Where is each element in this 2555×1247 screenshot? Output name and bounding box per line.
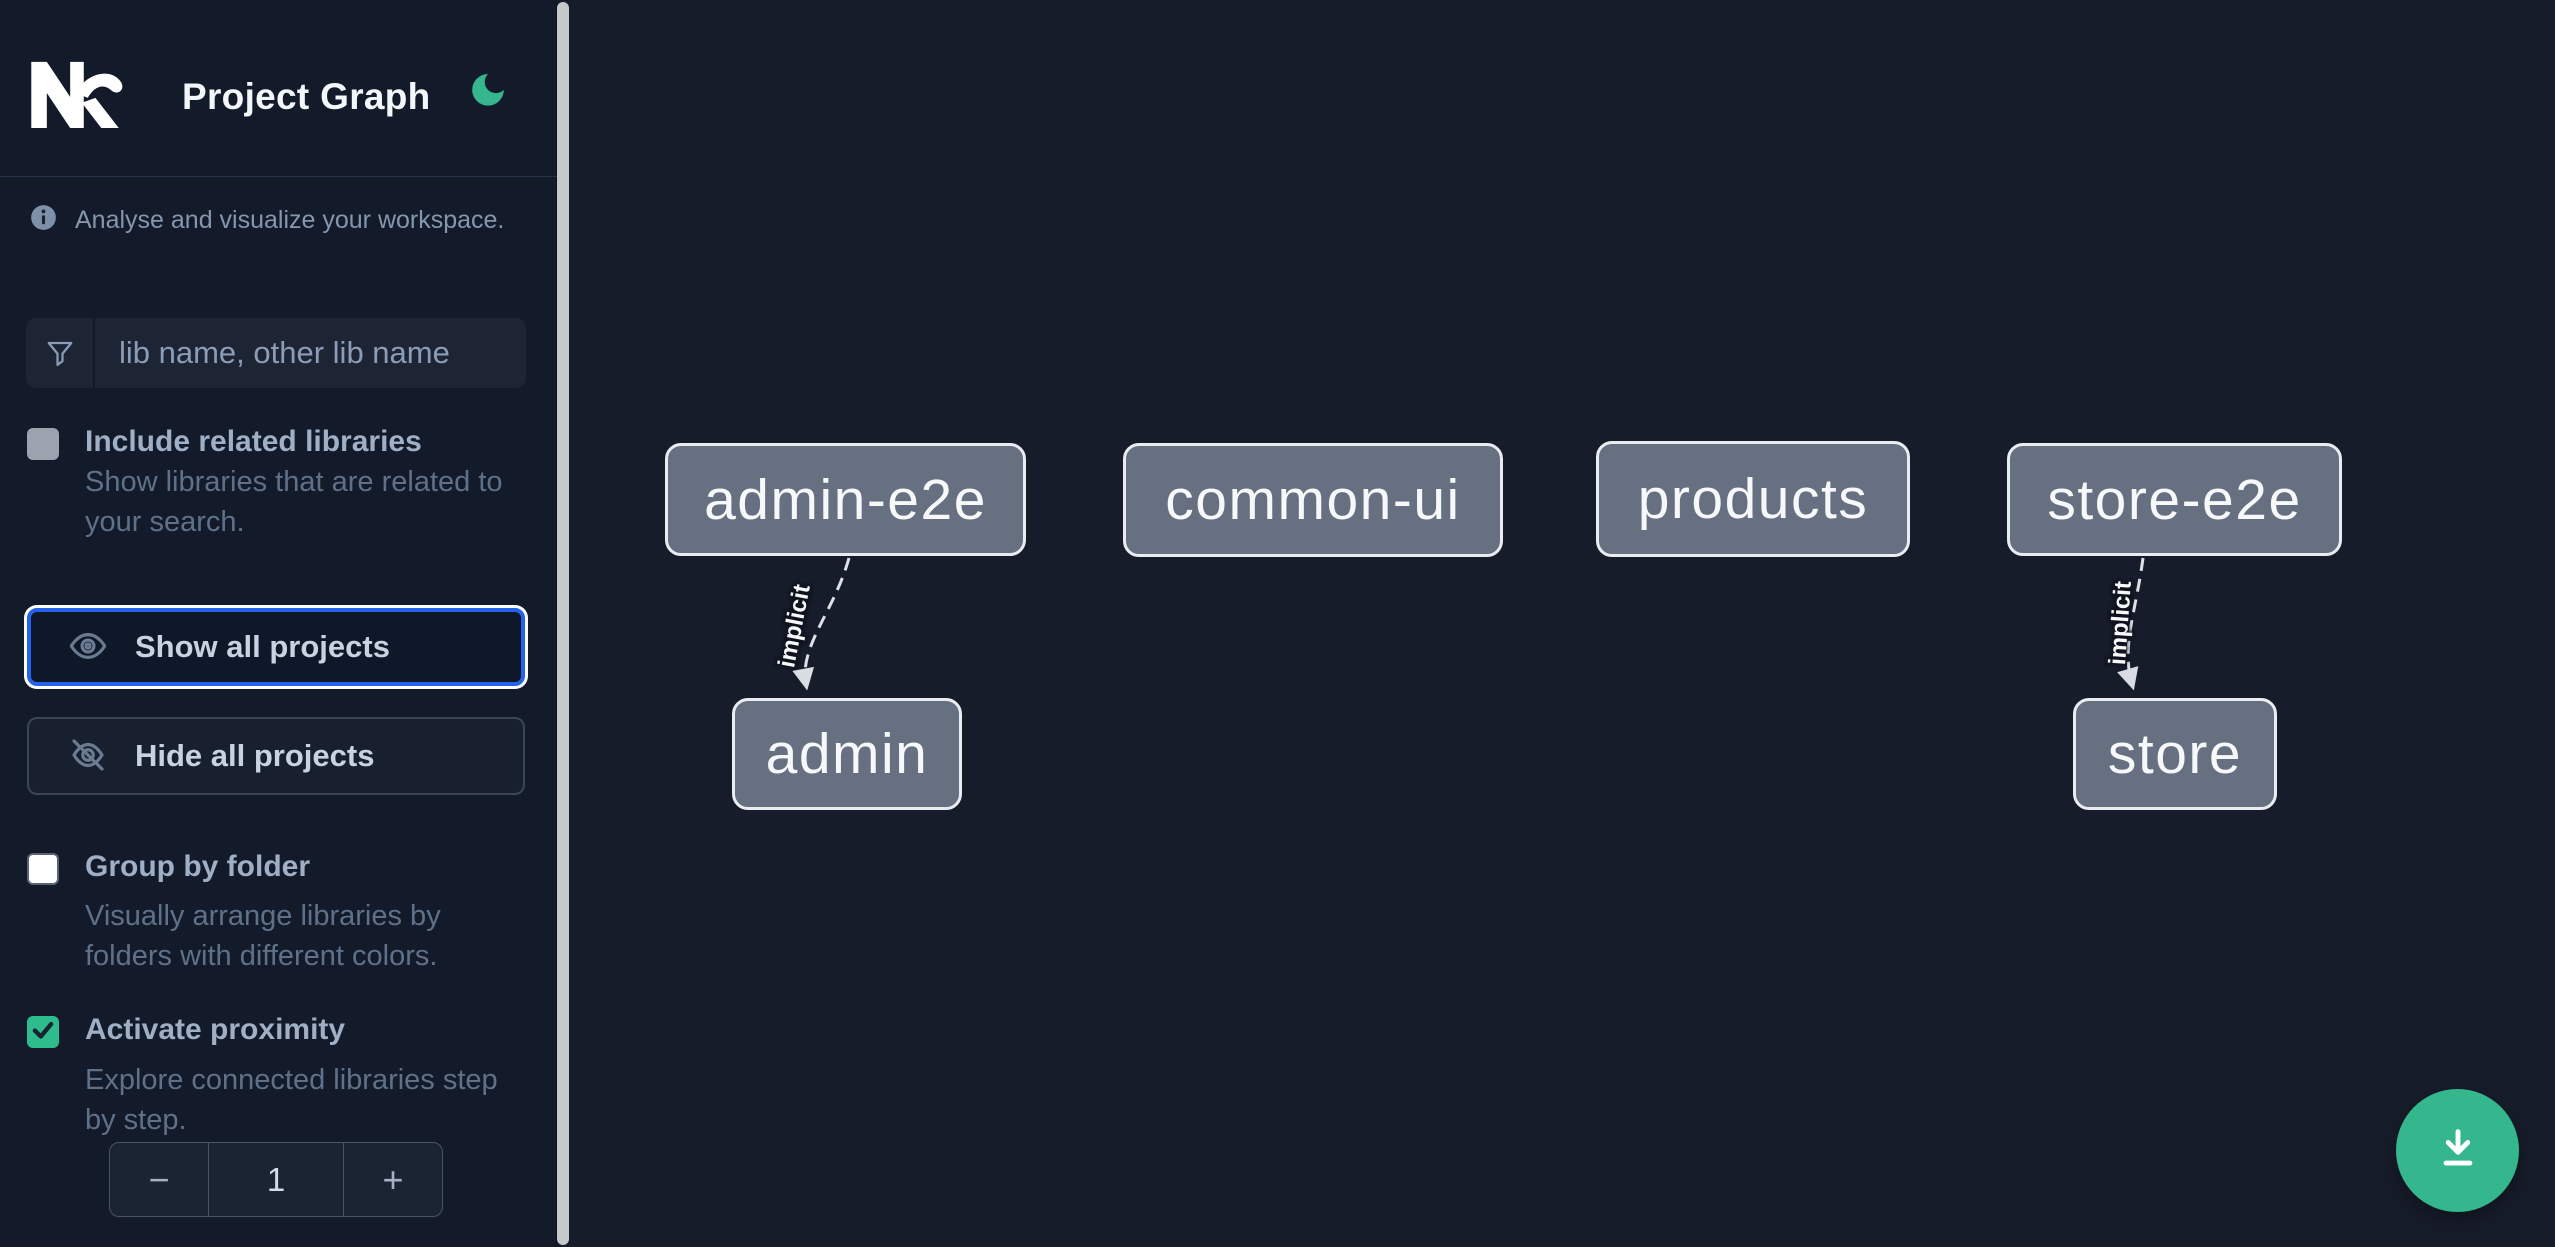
search-input[interactable]	[95, 318, 526, 388]
download-icon	[2432, 1123, 2484, 1178]
hide-all-projects-button[interactable]: Hide all projects	[27, 717, 525, 795]
page-title: Project Graph	[182, 76, 431, 117]
group-by-folder-label: Group by folder	[85, 850, 310, 883]
decrement-button[interactable]: −	[110, 1143, 208, 1216]
show-all-projects-label: Show all projects	[135, 629, 390, 664]
theme-toggle-button[interactable]	[466, 68, 510, 112]
hide-all-projects-label: Hide all projects	[135, 738, 375, 773]
activate-proximity-description: Explore connected libraries step by step…	[85, 1064, 498, 1136]
graph-node-products[interactable]: products	[1596, 441, 1910, 557]
group-by-folder-description: Visually arrange libraries by folders wi…	[85, 900, 441, 972]
download-graph-button[interactable]	[2396, 1089, 2519, 1212]
moon-icon	[468, 73, 508, 112]
group-by-folder-checkbox[interactable]	[27, 853, 59, 885]
sidebar-header: Project Graph	[0, 0, 557, 177]
activate-proximity-checkbox[interactable]	[27, 1016, 59, 1048]
info-icon	[30, 204, 57, 236]
graph-node-store[interactable]: store	[2073, 698, 2277, 810]
sidebar: Project Graph Analyse and visualize your…	[0, 0, 557, 1247]
sidebar-scrollbar[interactable]	[557, 2, 569, 1245]
nx-logo	[27, 58, 125, 129]
filter-funnel-icon	[26, 318, 95, 388]
activate-proximity-label: Activate proximity	[85, 1013, 346, 1046]
project-graph-canvas[interactable]	[570, 0, 2555, 1247]
workspace-info: Analyse and visualize your workspace.	[30, 204, 530, 236]
info-text: Analyse and visualize your workspace.	[75, 205, 505, 234]
show-all-projects-button[interactable]: Show all projects	[27, 608, 525, 686]
proximity-depth-stepper: − +	[109, 1142, 443, 1217]
checkmark-icon	[30, 1017, 56, 1048]
eye-off-icon	[67, 734, 109, 779]
include-related-checkbox[interactable]	[27, 428, 59, 460]
graph-node-admin[interactable]: admin	[732, 698, 962, 810]
eye-icon	[67, 625, 109, 670]
include-related-description: Show libraries that are related to your …	[85, 466, 503, 538]
search-filter	[26, 318, 526, 388]
increment-button[interactable]: +	[344, 1143, 442, 1216]
graph-node-common-ui[interactable]: common-ui	[1123, 443, 1503, 557]
proximity-depth-value[interactable]	[208, 1143, 344, 1216]
graph-node-admin-e2e[interactable]: admin-e2e	[665, 443, 1026, 556]
graph-node-store-e2e[interactable]: store-e2e	[2007, 443, 2342, 556]
include-related-label: Include related libraries	[85, 425, 422, 458]
